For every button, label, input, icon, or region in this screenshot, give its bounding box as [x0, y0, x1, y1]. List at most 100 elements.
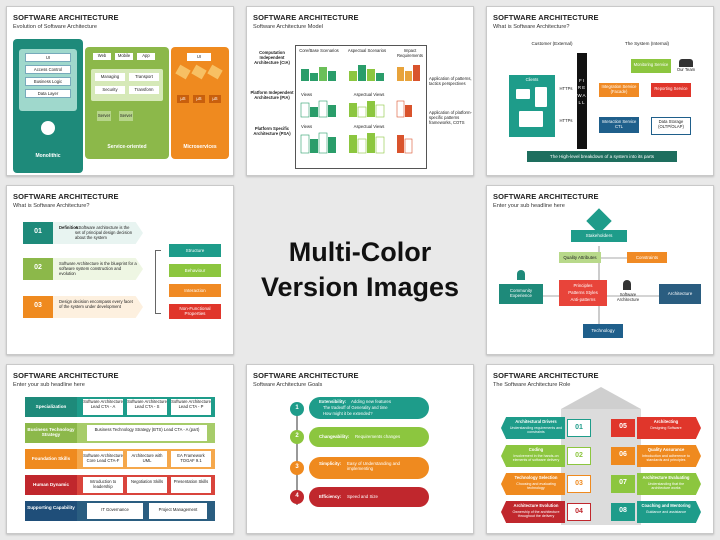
item-text: Software Architecture is the blueprint f… [59, 261, 137, 276]
stakeholders-box: Stakeholders [571, 230, 627, 242]
community-box: Community Experience [499, 284, 543, 304]
role-arrow [501, 417, 565, 439]
slide-goals[interactable]: SOFTWARE ARCHITECTURE Software Architect… [246, 364, 474, 534]
item-number: 02 [23, 258, 53, 280]
view-label: Views [301, 92, 313, 97]
role-arrow [637, 473, 701, 495]
goal-pill [309, 397, 429, 419]
slide-title: SOFTWARE ARCHITECTURE [253, 13, 359, 22]
slide-subtitle: What is Software Architecture? [13, 203, 90, 209]
reporting-service: Reporting Service [651, 83, 691, 97]
role-arrow [501, 445, 565, 467]
role-number: 08 [611, 503, 635, 521]
micro-node: µS [193, 95, 205, 103]
principles-item: Principles [573, 283, 593, 288]
role-number: 04 [567, 503, 591, 521]
monitor-icon [516, 89, 530, 99]
skill-cell: Software Architecture Lead CTA - A [83, 399, 123, 415]
firewall-bar [577, 53, 587, 149]
slide-skills[interactable]: SOFTWARE ARCHITECTURE Enter your sub hea… [6, 364, 234, 534]
model-frame [295, 45, 427, 169]
role-text: Designing Software [650, 426, 682, 430]
pia-bars [300, 100, 412, 118]
slide-system[interactable]: SOFTWARE ARCHITECTURE What is Software A… [486, 6, 714, 176]
view-label: Aspectual Views [353, 124, 385, 129]
role-text: Introduction and adherence to standards … [642, 454, 690, 463]
goal-bold: Simplicity: [319, 461, 342, 466]
role-arrow [637, 417, 701, 439]
slide-role[interactable]: SOFTWARE ARCHITECTURE The Software Archi… [486, 364, 714, 534]
goal-text: Speed and Size [347, 494, 379, 499]
mono-item: Data Layer [25, 89, 71, 98]
skill-cell: Project Management [149, 503, 207, 519]
https-label: HTTPs [559, 86, 573, 91]
role-text: Understanding requirements and constrain… [509, 426, 563, 435]
goal-extra: The tradeoff of Generality and time [323, 405, 388, 410]
role-head: Coaching and Mentoring [641, 503, 691, 508]
facet-structure: Structure [169, 244, 221, 257]
monolithic-label: Monolithic [35, 153, 61, 159]
role-head: Architecture Evolution [513, 503, 559, 508]
clients-label: Clients [525, 77, 539, 82]
soa-item: Transport [129, 73, 159, 81]
interaction-service: Interaction Service CTL [599, 117, 639, 133]
role-number: 03 [567, 475, 591, 493]
team-label: Our Team [676, 67, 696, 72]
mono-item: Business Logic [25, 77, 71, 86]
psa-bars [300, 132, 413, 154]
principles-panel [559, 280, 607, 306]
role-arrow [501, 473, 565, 495]
slide-model[interactable]: SOFTWARE ARCHITECTURE Software Architect… [246, 6, 474, 176]
slide-title: SOFTWARE ARCHITECTURE [13, 192, 119, 201]
facet-interaction: Interaction [169, 284, 221, 297]
server-icon [535, 87, 547, 107]
slide-subtitle: The Software Architecture Role [493, 382, 571, 388]
slide-title: SOFTWARE ARCHITECTURE [493, 371, 599, 380]
item-number: 03 [23, 296, 53, 318]
goal-text: Easy of Understanding and implementing [347, 461, 400, 472]
item-number: 01 [23, 222, 53, 244]
micro-top: UI [187, 53, 211, 61]
slide-title: SOFTWARE ARCHITECTURE [493, 13, 599, 22]
goal-text: Requirements changes [355, 434, 401, 439]
skill-cell: Software Architecture Lead CTA - P [171, 399, 211, 415]
role-number: 06 [611, 447, 635, 465]
mono-item: UI [25, 53, 71, 62]
firewall-label: FIREWALL [577, 78, 587, 106]
software-architecture-label: Software Architecture [616, 292, 640, 302]
goal-bold: Efficiency: [319, 494, 342, 499]
principles-item: Anti-patterns [570, 297, 596, 302]
skill-cell: EA Framework TOGAF 9.1 [171, 451, 211, 467]
micro-node: µS [177, 95, 189, 103]
micro-label: Microservices [183, 144, 217, 150]
integration-service: Integration Service (Facade) [599, 83, 639, 97]
row-label: Platform Independent Architecture (PIA) [250, 90, 294, 100]
row-label: Specialization [25, 397, 77, 417]
row-label: Computation Independent Architecture (CI… [254, 50, 290, 65]
micro-node: µS [209, 95, 221, 103]
goal-extra: How might it be extended? [323, 411, 373, 416]
technology-box: Technology [583, 324, 623, 338]
slide-evolution[interactable]: SOFTWARE ARCHITECTURE Evolution of Softw… [6, 6, 234, 176]
view-label: Views [301, 124, 313, 129]
database-icon [41, 121, 55, 135]
role-text: Choosing and evaluating technology [516, 482, 556, 491]
goal-bold: Extensibility: [319, 399, 347, 404]
slide-stakeholders[interactable]: SOFTWARE ARCHITECTURE Enter your sub hea… [486, 185, 714, 355]
system-label: The System (Internal) [624, 41, 670, 46]
row-label: Platform Specific Architecture (PSA) [253, 126, 291, 136]
monitoring-service: Monitoring Service [631, 59, 671, 73]
slide-subtitle: Software Architecture Goals [253, 382, 323, 388]
house-roof [561, 387, 641, 409]
role-text: Guidance and assistance [645, 510, 687, 514]
role-head: Architecture Evaluating [642, 475, 690, 480]
slide-title: SOFTWARE ARCHITECTURE [253, 371, 359, 380]
system-footer: The High-level breakdown of a system int… [527, 151, 677, 162]
facet-nonfunctional: Non-Functional Properties [169, 304, 221, 319]
slide-definitions[interactable]: SOFTWARE ARCHITECTURE What is Software A… [6, 185, 234, 355]
role-arrow [637, 445, 701, 467]
soa-top-item: Web [93, 53, 111, 60]
row-label: Foundation Skills [25, 449, 77, 469]
desktop-icon [519, 111, 543, 127]
skill-cell: Architecture with UML [127, 451, 167, 467]
